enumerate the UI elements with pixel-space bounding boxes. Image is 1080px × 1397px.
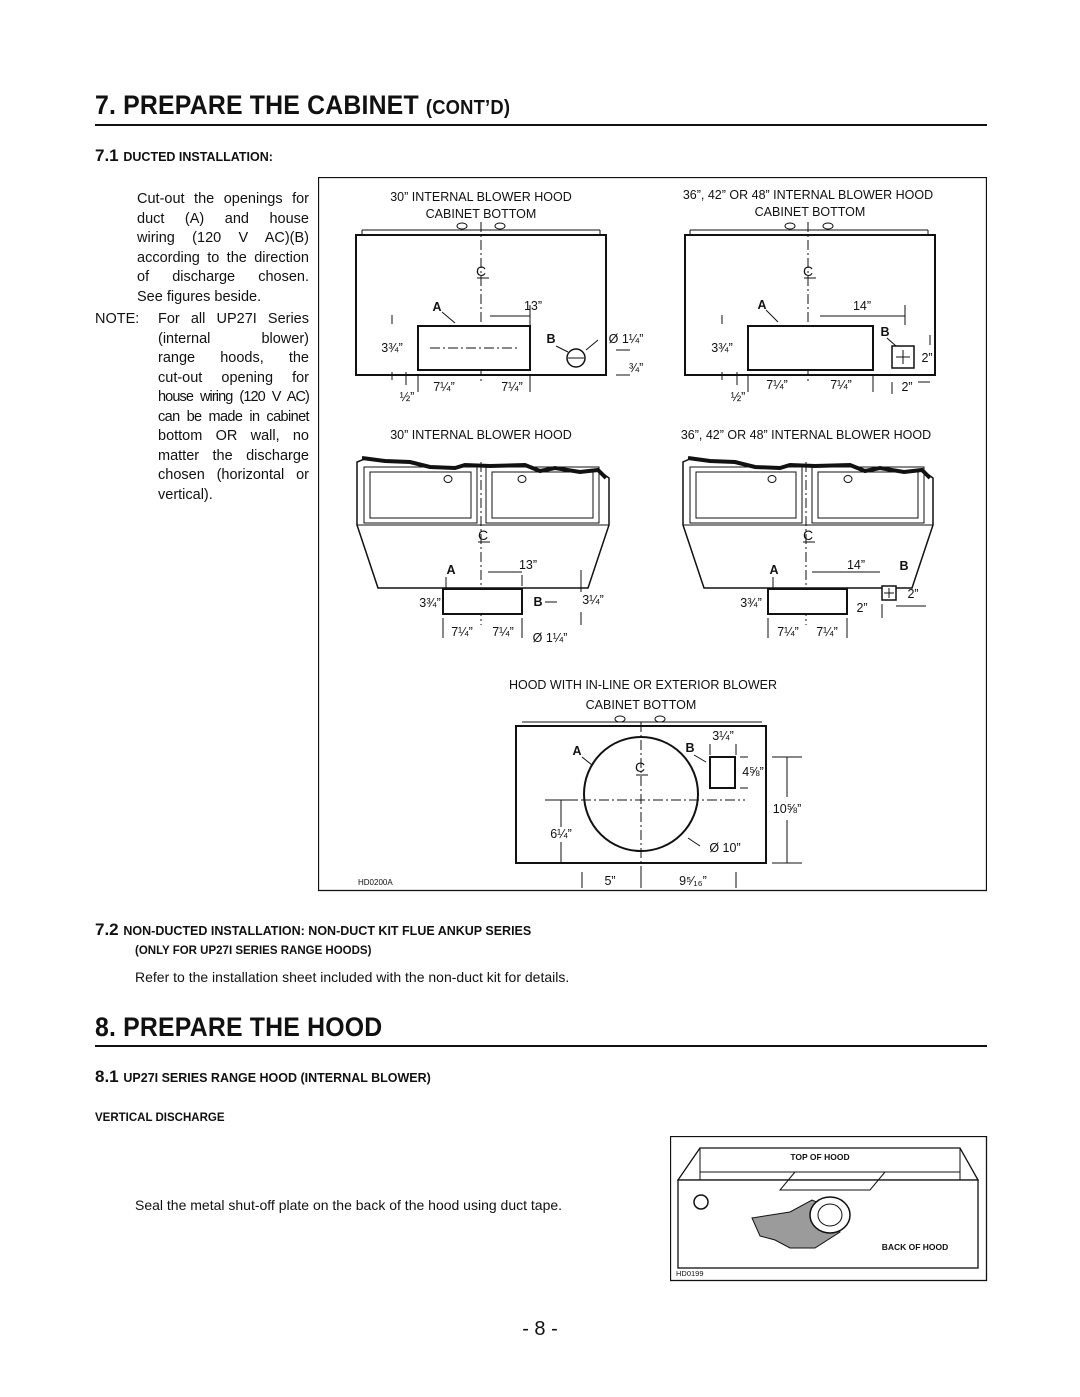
note-line: For all UP27I Series [158, 311, 309, 327]
note-line: range hoods, the [158, 350, 309, 366]
section-7-rule [95, 124, 987, 126]
section-7-2-text: Refer to the installation sheet included… [135, 969, 570, 985]
page-number: - 8 - [522, 1318, 558, 1340]
note-line: vertical). [158, 486, 213, 503]
hood-back-figure: TOP OF HOOD BACK OF HOOD HD0199 [670, 1136, 988, 1282]
d3-dim-right: 7¼” [492, 625, 514, 639]
note-line: can be made in cabinet [158, 408, 310, 425]
d5-dim-top: 3¼” [712, 729, 734, 743]
d5-title: HOOD WITH IN-LINE OR EXTERIOR BLOWER [509, 678, 777, 692]
d5-dim-bottom-left: 5” [604, 874, 615, 888]
d4-dim-height: 3¾” [740, 596, 762, 610]
d2-label-a: A [757, 298, 766, 312]
diagram-30-cabinet-bottom: 30” INTERNAL BLOWER HOOD CABINET BOTTOM … [355, 190, 644, 404]
d4-label-b: B [899, 559, 908, 573]
d1-title: 30” INTERNAL BLOWER HOOD [390, 190, 572, 204]
label-top-of-hood: TOP OF HOOD [790, 1152, 849, 1162]
section-7-heading: 7. PREPARE THE CABINET (CONT’D) [95, 90, 511, 120]
d1-label-a: A [432, 300, 441, 314]
d1-dim-hole-offset: ¾” [629, 361, 644, 375]
figure-code: HD0200A [358, 878, 393, 887]
label-back-of-hood: BACK OF HOOD [882, 1242, 949, 1252]
d4-dim-left: 7¼” [777, 625, 799, 639]
d1-dim-left: 7¼” [433, 380, 455, 394]
d5-dim-box: 4⅝” [742, 765, 764, 779]
d2-dim-box: 2” [921, 351, 932, 365]
instruction-line: See figures beside. [137, 288, 262, 305]
d2-centerline-label: C [803, 263, 813, 279]
d3-dim-offset: 3¼” [582, 593, 604, 607]
d4-dim-box-offset: 2” [856, 601, 867, 615]
instruction-line: Cut-out the openings for [137, 191, 309, 207]
diagram-inline-blower-cabinet-bottom: HOOD WITH IN-LINE OR EXTERIOR BLOWER CAB… [509, 678, 802, 888]
d2-dim-edge: ½” [731, 390, 746, 404]
d4-dim-box: 2” [907, 587, 918, 601]
note-line: bottom OR wall, no [158, 428, 309, 444]
diagram-36-48-cabinet-bottom: 36”, 42” OR 48” INTERNAL BLOWER HOOD CAB… [683, 188, 936, 404]
section-7-2-subtitle: (ONLY FOR UP27I SERIES RANGE HOODS) [135, 945, 372, 957]
note-label: NOTE: [95, 311, 140, 327]
d2-dim-left: 7¼” [766, 378, 788, 392]
d5-label-a: A [572, 744, 581, 758]
d5-dim-left: 6¼” [550, 827, 572, 841]
d3-label-a: A [446, 563, 455, 577]
instruction-line: of discharge chosen. [137, 269, 309, 285]
note-line: (internal blower) [158, 330, 309, 347]
section-7-2-heading: 7.2 NON-DUCTED INSTALLATION: NON-DUCT KI… [95, 920, 532, 939]
d2-dim-box-offset: 2” [901, 380, 912, 394]
d5-dim-side: 10⅝” [773, 802, 802, 816]
d2-subtitle: CABINET BOTTOM [755, 205, 866, 219]
d4-dim-width: 14” [847, 558, 865, 572]
note-text: For all UP27I Series (internal blower) r… [158, 310, 310, 505]
d2-dim-width: 14” [853, 299, 871, 313]
d1-dim-right: 7¼” [501, 380, 523, 394]
section-7-1-heading: 7.1 DUCTED INSTALLATION: [95, 146, 273, 165]
diagram-30-hood-wall: 30” INTERNAL BLOWER HOOD C A B 13” 3¾” 3… [356, 428, 610, 645]
d2-dim-right: 7¼” [830, 378, 852, 392]
figure2-code: HD0199 [676, 1269, 704, 1278]
instruction-line: duct (A) and house [137, 210, 309, 227]
d5-dim-dia: Ø 10” [709, 841, 740, 855]
d1-dim-edge: ½” [400, 390, 415, 404]
d2-dim-height: 3¾” [711, 341, 733, 355]
ducted-instructions: Cut-out the openings for duct (A) and ho… [137, 190, 309, 307]
d3-centerline-label: C [478, 527, 488, 543]
d3-title: 30” INTERNAL BLOWER HOOD [390, 428, 572, 442]
d2-label-b: B [880, 325, 889, 339]
d4-title: 36”, 42” OR 48” INTERNAL BLOWER HOOD [681, 428, 931, 442]
d4-dim-right: 7¼” [816, 625, 838, 639]
note-line: matter the discharge [158, 447, 309, 464]
cutout-diagrams-figure: 30” INTERNAL BLOWER HOOD CABINET BOTTOM … [318, 177, 987, 892]
d2-title: 36”, 42” OR 48” INTERNAL BLOWER HOOD [683, 188, 933, 202]
d3-dim-hole: Ø 1¼” [533, 631, 568, 645]
diagram-36-48-hood-wall: 36”, 42” OR 48” INTERNAL BLOWER HOOD C A… [681, 428, 934, 639]
d3-dim-width: 13” [519, 558, 537, 572]
d1-dim-width: 13” [524, 299, 542, 313]
d1-label-b: B [546, 332, 555, 346]
d1-dim-hole: Ø 1¼” [609, 332, 644, 346]
d5-label-b: B [685, 741, 694, 755]
d5-subtitle: CABINET BOTTOM [586, 698, 697, 712]
section-8-1-text: Seal the metal shut-off plate on the bac… [135, 1197, 563, 1213]
d4-label-a: A [769, 563, 778, 577]
d4-centerline-label: C [803, 527, 813, 543]
d3-dim-height: 3¾” [419, 596, 441, 610]
note-line: house wiring (120 V AC) [158, 389, 310, 405]
d3-dim-left: 7¼” [451, 625, 473, 639]
d5-dim-bottom-right: 9⁵⁄₁₆” [679, 874, 707, 888]
note-line: chosen (horizontal or [158, 467, 309, 483]
d1-centerline-label: C [476, 263, 486, 279]
instruction-line: according to the direction [137, 249, 309, 266]
d5-centerline-label: C [635, 759, 645, 775]
section-8-rule [95, 1045, 987, 1047]
section-8-1-heading: 8.1 UP27I SERIES RANGE HOOD (INTERNAL BL… [95, 1067, 431, 1086]
section-8-heading: 8. PREPARE THE HOOD [95, 1012, 383, 1042]
vertical-discharge-label: VERTICAL DISCHARGE [95, 1112, 225, 1124]
d1-dim-height: 3¾” [381, 341, 403, 355]
note-line: cut-out opening for [158, 369, 309, 386]
d1-subtitle: CABINET BOTTOM [426, 207, 537, 221]
instruction-line: wiring (120 V AC)(B) [137, 230, 309, 246]
d3-label-b: B [533, 595, 542, 609]
